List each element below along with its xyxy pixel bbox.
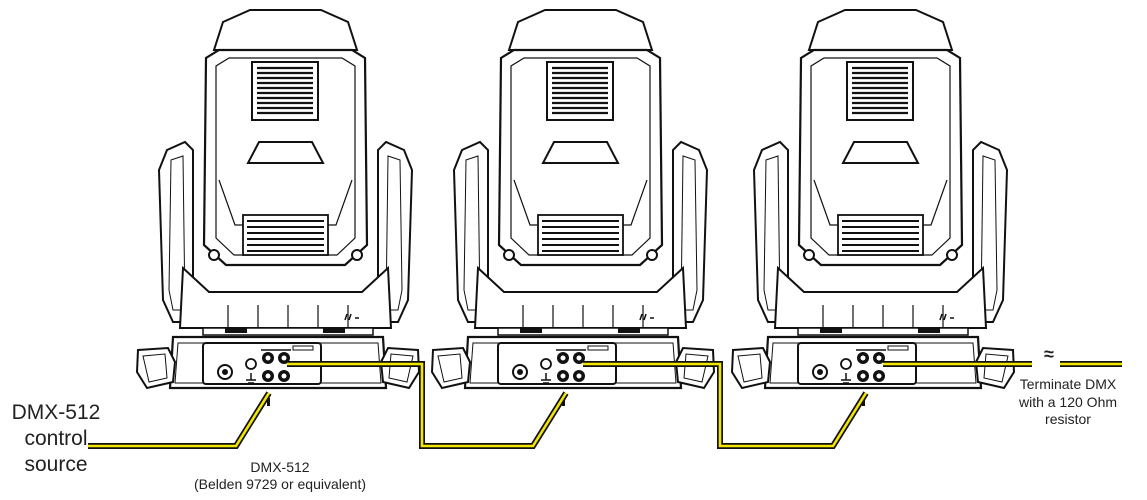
dmx-cable <box>88 361 1122 449</box>
termination-line-1: Terminate DMX <box>1019 376 1117 392</box>
termination-line-2: with a 120 Ohm <box>1018 393 1118 410</box>
cable-break-icon: ≈ <box>1044 344 1054 364</box>
moving-head-light-icon <box>430 8 716 408</box>
termination-label: Terminate DMX with a 120 Ohm resistor <box>988 376 1147 429</box>
control-source-label: DMX-512 control source <box>0 400 112 477</box>
cable-label: DMX-512 (Belden 9729 or equivalent) <box>160 459 400 493</box>
moving-head-light-icon <box>135 8 421 408</box>
termination-line-3: resistor <box>1045 411 1091 427</box>
control-source-line-2: control <box>24 426 88 450</box>
control-source-line-3: source <box>24 452 88 476</box>
moving-head-light-icon <box>730 8 1016 408</box>
control-source-line-1: DMX-512 <box>11 401 101 424</box>
cable-label-line-2: (Belden 9729 or equivalent) <box>193 475 366 492</box>
cable-label-line-1: DMX-512 <box>250 459 310 475</box>
